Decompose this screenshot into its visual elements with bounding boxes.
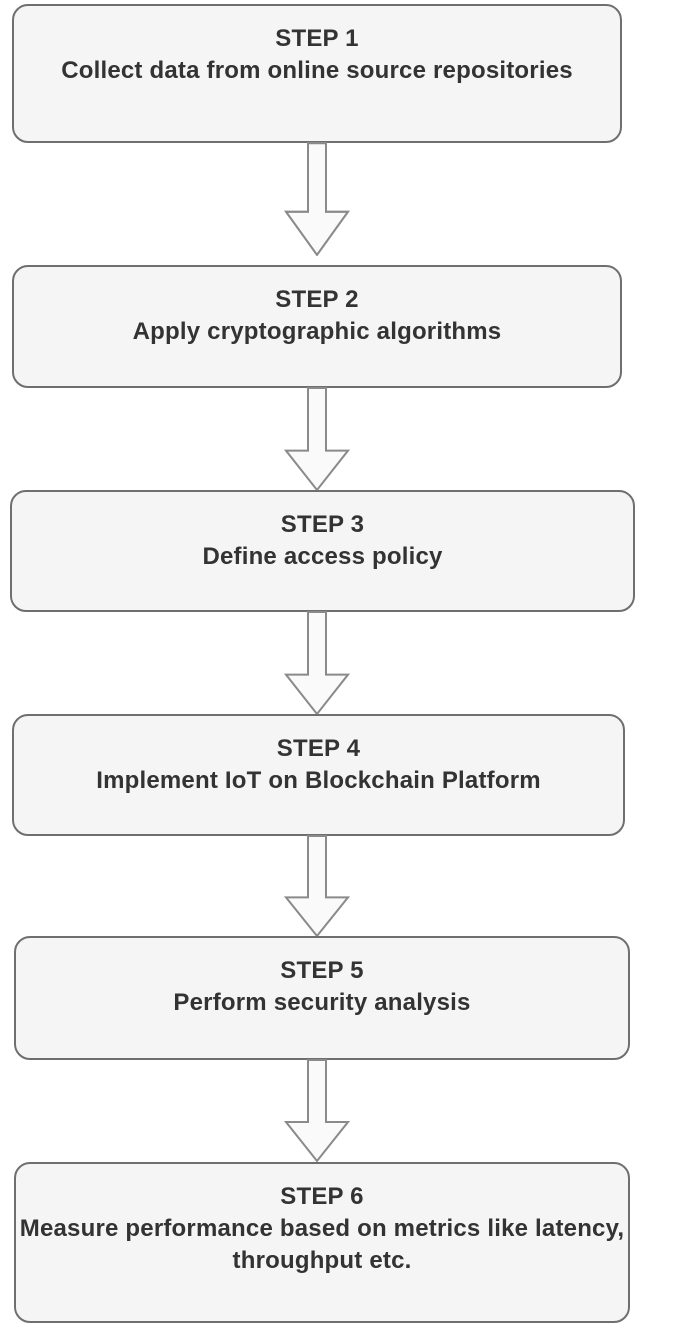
- step-4-label: STEP 4: [276, 735, 361, 762]
- down-arrow-icon: [284, 142, 350, 256]
- step-5-description: Perform security analysis: [173, 989, 471, 1016]
- step-5-label: STEP 5: [280, 957, 364, 984]
- step-1-label: STEP 1: [275, 25, 359, 52]
- step-3-node: STEP 3 Define access policy: [10, 490, 635, 612]
- down-arrow-icon: [284, 387, 350, 491]
- down-arrow-icon: [284, 1059, 350, 1162]
- step-3-label: STEP 3: [280, 511, 365, 538]
- step-6-description: Measure performance based on metrics lik…: [19, 1215, 625, 1274]
- step-1-node: STEP 1 Collect data from online source r…: [12, 4, 622, 143]
- step-2-node: STEP 2 Apply cryptographic algorithms: [12, 265, 622, 388]
- step-5-node: STEP 5 Perform security analysis: [14, 936, 630, 1060]
- step-2-description: Apply cryptographic algorithms: [132, 318, 502, 345]
- down-arrow-icon: [284, 835, 350, 937]
- step-1-description: Collect data from online source reposito…: [61, 57, 573, 84]
- step-2-label: STEP 2: [275, 286, 359, 313]
- down-arrow-icon: [284, 611, 350, 715]
- step-4-node: STEP 4 Implement IoT on Blockchain Platf…: [12, 714, 625, 836]
- step-6-node: STEP 6 Measure performance based on metr…: [14, 1162, 630, 1323]
- step-3-description: Define access policy: [202, 543, 443, 570]
- step-6-label: STEP 6: [280, 1183, 364, 1210]
- step-4-description: Implement IoT on Blockchain Platform: [96, 767, 541, 794]
